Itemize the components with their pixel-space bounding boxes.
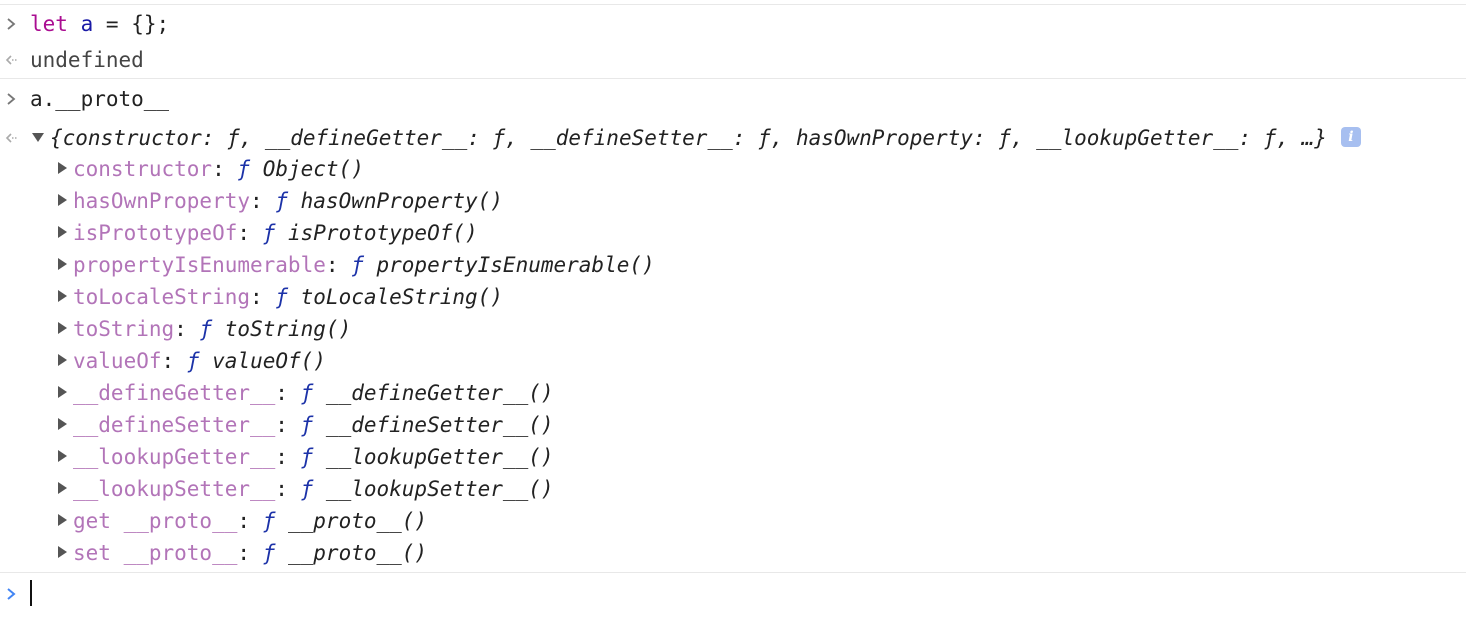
property-name: toLocaleString [73,285,251,309]
property-colon: : [237,541,251,565]
function-name: __lookupSetter__() [325,477,554,501]
input-prompt-icon [0,10,22,38]
property-colon: : [161,349,175,373]
expand-triangle-icon[interactable] [58,418,67,430]
function-name: __lookupGetter__() [325,445,554,469]
function-name: Object() [262,157,364,181]
operator: = [93,12,132,36]
function-symbol: ƒ [237,157,251,181]
property-row[interactable]: toString: ƒ toString() [58,315,351,343]
object-preview-text: {constructor: ƒ, __defineGetter__: ƒ, __… [50,126,1327,150]
property-name: constructor [73,157,213,181]
property-colon: : [212,157,225,181]
expand-triangle-icon[interactable] [58,514,67,526]
property-row[interactable]: __lookupSetter__: ƒ __lookupSetter__() [58,475,554,503]
function-symbol: ƒ [351,253,364,277]
keyword: let [30,12,68,36]
function-name: isPrototypeOf() [288,221,478,245]
function-name: toString() [224,317,352,341]
function-name: __proto__() [288,509,428,533]
function-symbol: ƒ [262,221,276,245]
property-colon: : [237,509,251,533]
literal: {}; [131,12,170,36]
property-name: hasOwnProperty [73,189,251,213]
property-colon: : [174,317,187,341]
property-name: get __proto__ [73,509,238,533]
property-name: isPrototypeOf [73,221,238,245]
result-arrow-icon [0,46,22,74]
property-name: valueOf [73,349,162,373]
active-prompt-icon [0,580,22,608]
property-colon: : [250,189,263,213]
function-name: toLocaleString() [300,285,503,309]
object-preview[interactable]: {constructor: ƒ, __defineGetter__: ƒ, __… [32,124,1361,152]
console-input-line[interactable]: a.__proto__ [30,87,170,111]
expand-triangle-icon[interactable] [58,322,67,334]
property-row[interactable]: __defineGetter__: ƒ __defineGetter__() [58,379,554,407]
property-row[interactable]: isPrototypeOf: ƒ isPrototypeOf() [58,219,478,247]
divider [0,78,1466,79]
property-name: __defineSetter__ [73,413,276,437]
function-symbol: ƒ [199,317,213,341]
property-colon: : [275,477,288,501]
function-name: valueOf() [212,349,326,373]
expand-triangle-icon[interactable] [58,450,67,462]
function-symbol: ƒ [300,381,314,405]
result-arrow-icon [0,124,22,152]
function-name: hasOwnProperty() [300,189,503,213]
property-colon: : [250,285,263,309]
console-input-line[interactable]: let a = {}; [30,10,169,38]
property-row[interactable]: toLocaleString: ƒ toLocaleString() [58,283,503,311]
variable: a [80,12,94,36]
info-icon[interactable]: i [1340,127,1361,147]
property-row[interactable]: propertyIsEnumerable: ƒ propertyIsEnumer… [58,251,655,279]
collapse-triangle-icon[interactable] [32,132,44,142]
property-colon: : [275,381,288,405]
property-row[interactable]: __lookupGetter__: ƒ __lookupGetter__() [58,443,554,471]
divider [0,4,1466,5]
function-symbol: ƒ [300,477,314,501]
property-row[interactable]: constructor: ƒ Object() [58,155,364,183]
function-symbol: ƒ [262,509,276,533]
function-symbol: ƒ [186,349,200,373]
property-row[interactable]: set __proto__: ƒ __proto__() [58,539,427,567]
function-name: __defineGetter__() [325,381,554,405]
property-row[interactable]: __defineSetter__: ƒ __defineSetter__() [58,411,554,439]
expand-triangle-icon[interactable] [58,354,67,366]
property-name: propertyIsEnumerable [73,253,326,277]
property-row[interactable]: hasOwnProperty: ƒ hasOwnProperty() [58,187,503,215]
console-result-line: undefined [30,48,144,72]
property-colon: : [237,221,251,245]
expand-triangle-icon[interactable] [58,226,67,238]
property-row[interactable]: get __proto__: ƒ __proto__() [58,507,427,535]
function-symbol: ƒ [300,445,314,469]
expand-triangle-icon[interactable] [58,386,67,398]
property-name: set __proto__ [73,541,238,565]
expand-triangle-icon[interactable] [58,290,67,302]
property-name: __defineGetter__ [73,381,276,405]
property-colon: : [275,413,288,437]
text-cursor[interactable] [30,580,32,606]
function-symbol: ƒ [300,413,314,437]
expand-triangle-icon[interactable] [58,482,67,494]
expand-triangle-icon[interactable] [58,162,67,174]
property-colon: : [325,253,339,277]
function-symbol: ƒ [275,189,288,213]
divider [0,572,1466,573]
property-name: toString [73,317,175,341]
function-name: __proto__() [288,541,428,565]
input-prompt-icon [0,85,22,113]
expand-triangle-icon[interactable] [58,258,67,270]
function-name: propertyIsEnumerable() [376,253,655,277]
function-symbol: ƒ [262,541,276,565]
property-name: __lookupGetter__ [73,445,276,469]
expand-triangle-icon[interactable] [58,194,67,206]
expand-triangle-icon[interactable] [58,546,67,558]
property-name: __lookupSetter__ [73,477,276,501]
function-symbol: ƒ [275,285,288,309]
property-row[interactable]: valueOf: ƒ valueOf() [58,347,326,375]
function-name: __defineSetter__() [325,413,554,437]
property-colon: : [275,445,288,469]
